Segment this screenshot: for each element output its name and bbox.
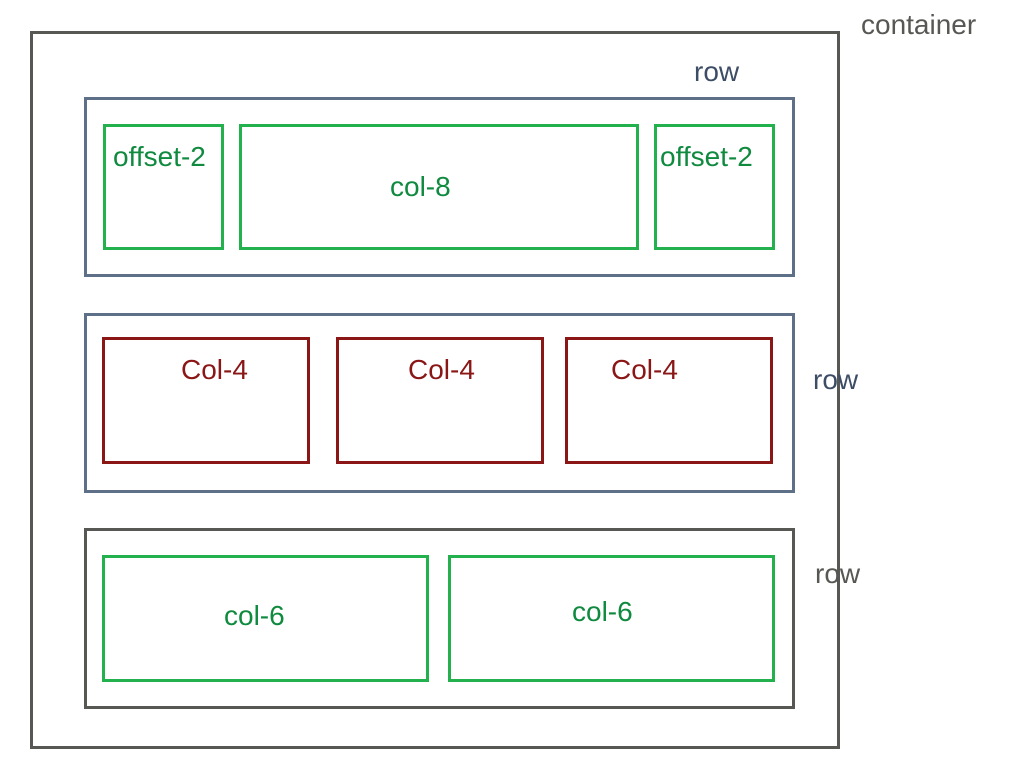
row-2-label: row [813,364,859,395]
row-1-offset-left-column [103,124,224,250]
row-1-col-8-label: col-8 [390,171,451,202]
row-2-col-4-c-column [565,337,773,464]
row-1-label: row [694,56,740,87]
row-1-offset-right-column [654,124,775,250]
row-3-col-6-a-label: col-6 [224,600,285,631]
row-2-col-4-a-column [102,337,310,464]
row-3-label: row [815,558,861,589]
container-label: container [861,9,977,40]
row-2-col-4-b-label: Col-4 [408,354,475,385]
row-3-box [84,528,795,709]
row-1-col-8-column [239,124,639,250]
row-1-offset-right-label: offset-2 [660,141,753,172]
row-3-col-6-b-label: col-6 [572,596,633,627]
container-box [30,31,840,749]
row-2-box [84,313,795,493]
row-2-col-4-a-label: Col-4 [181,354,248,385]
row-1-offset-left-label: offset-2 [113,141,206,172]
row-2-col-4-b-column [336,337,544,464]
row-2-col-4-c-label: Col-4 [611,354,678,385]
row-3-col-6-a-column [102,555,429,682]
row-3-col-6-b-column [448,555,775,682]
row-1-box [84,97,795,277]
